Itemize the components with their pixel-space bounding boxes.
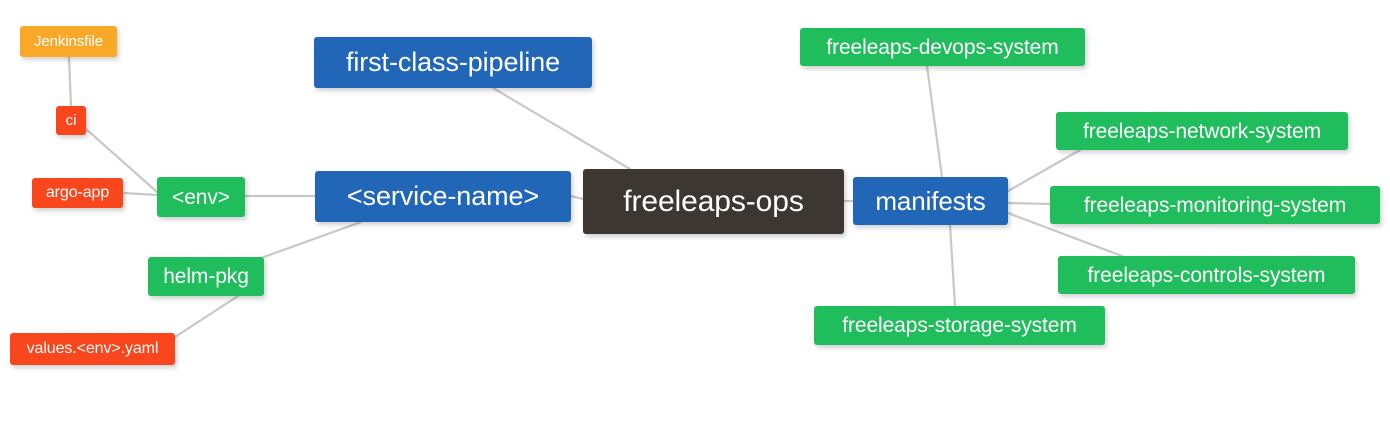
node-freeleaps-controls-system[interactable]: freeleaps-controls-system bbox=[1058, 256, 1355, 294]
node-label-freeleaps-network-system: freeleaps-network-system bbox=[1082, 119, 1321, 143]
node-service-name[interactable]: <service-name> bbox=[315, 171, 571, 222]
node-freeleaps-storage-system[interactable]: freeleaps-storage-system bbox=[814, 306, 1105, 345]
node-label-root: freeleaps-ops bbox=[623, 184, 804, 218]
node-label-argo-app: argo-app bbox=[45, 184, 110, 201]
node-ci[interactable]: ci bbox=[56, 106, 86, 135]
edge-manifests-to-freeleaps-storage-system bbox=[948, 223, 957, 308]
node-label-freeleaps-monitoring-system: freeleaps-monitoring-system bbox=[1083, 193, 1347, 217]
node-first-class-pipeline[interactable]: first-class-pipeline bbox=[314, 37, 592, 88]
edge-values-yaml-to-helm-pkg bbox=[173, 294, 240, 339]
node-env[interactable]: <env> bbox=[157, 177, 245, 217]
edge-argo-app-to-env bbox=[121, 191, 159, 197]
edge-manifests-to-freeleaps-devops-system bbox=[925, 64, 944, 179]
node-label-first-class-pipeline: first-class-pipeline bbox=[345, 47, 561, 77]
node-label-ci: ci bbox=[65, 112, 77, 129]
node-argo-app[interactable]: argo-app bbox=[32, 178, 123, 208]
edge-service-name-to-root bbox=[569, 194, 585, 201]
node-manifests[interactable]: manifests bbox=[853, 177, 1008, 225]
node-freeleaps-monitoring-system[interactable]: freeleaps-monitoring-system bbox=[1050, 186, 1380, 224]
node-label-freeleaps-storage-system: freeleaps-storage-system bbox=[842, 314, 1077, 337]
node-label-freeleaps-controls-system: freeleaps-controls-system bbox=[1087, 263, 1326, 287]
edge-first-class-pipeline-to-root bbox=[491, 86, 632, 171]
node-label-freeleaps-devops-system: freeleaps-devops-system bbox=[826, 35, 1059, 59]
node-jenkinsfile[interactable]: Jenkinsfile bbox=[20, 26, 117, 57]
node-freeleaps-devops-system[interactable]: freeleaps-devops-system bbox=[800, 28, 1085, 66]
node-label-jenkinsfile: Jenkinsfile bbox=[34, 33, 103, 50]
edge-helm-pkg-to-service-name bbox=[248, 220, 363, 264]
node-label-service-name: <service-name> bbox=[346, 181, 540, 211]
node-label-manifests: manifests bbox=[875, 186, 986, 216]
node-label-helm-pkg: helm-pkg bbox=[163, 265, 249, 288]
node-helm-pkg[interactable]: helm-pkg bbox=[148, 257, 264, 296]
edge-jenkinsfile-to-ci bbox=[67, 55, 73, 108]
node-values-yaml[interactable]: values.<env>.yaml bbox=[10, 333, 175, 365]
node-label-env: <env> bbox=[172, 185, 230, 209]
edge-manifests-to-freeleaps-network-system bbox=[1006, 148, 1082, 193]
node-freeleaps-network-system[interactable]: freeleaps-network-system bbox=[1056, 112, 1348, 150]
node-root[interactable]: freeleaps-ops bbox=[583, 169, 844, 234]
node-label-values-yaml: values.<env>.yaml bbox=[26, 340, 159, 357]
edge-manifests-to-freeleaps-monitoring-system bbox=[1006, 201, 1052, 206]
